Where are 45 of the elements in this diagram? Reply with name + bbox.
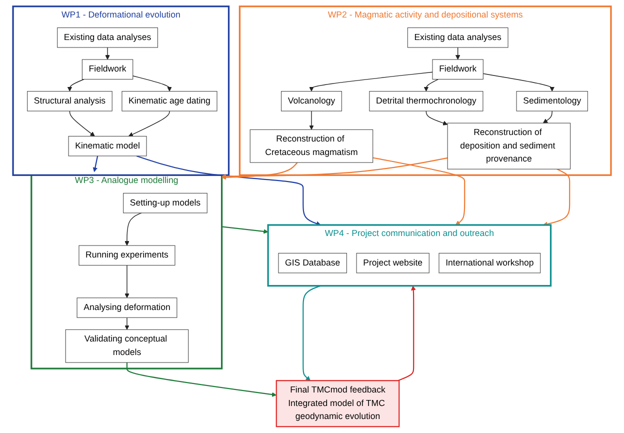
arrow <box>126 362 277 397</box>
node-box: Reconstruction of deposition and sediment provenance <box>447 122 571 170</box>
node-box: International workshop <box>438 252 541 274</box>
arrow <box>398 286 416 382</box>
arrow <box>222 157 448 179</box>
node-box: Detrital thermochronology <box>369 91 484 112</box>
arrow <box>309 72 433 92</box>
arrow <box>309 110 314 130</box>
node-box: Kinematic model <box>68 136 147 156</box>
arrow <box>124 212 142 246</box>
node-box: Existing data analyses <box>57 27 158 48</box>
node-box: Validating conceptual models <box>65 329 189 363</box>
node-box: Fieldwork <box>432 59 484 80</box>
node-box: Final TMCmod feedback Integrated model of TMC geodynamic evolution <box>276 380 400 428</box>
arrow <box>132 76 172 92</box>
arrow <box>424 78 439 92</box>
node-box: Reconstruction of Cretaceous magmatism <box>250 129 374 163</box>
arrow <box>372 157 466 226</box>
node-box: Fieldwork <box>82 59 134 80</box>
arrow <box>482 73 554 92</box>
node-box: Setting-up models <box>123 192 208 214</box>
arrow <box>426 110 448 126</box>
arrow <box>455 47 460 60</box>
arrow <box>105 47 110 60</box>
arrow <box>92 156 98 172</box>
arrow <box>128 110 170 137</box>
node-box: Project website <box>356 252 430 274</box>
node-box: Structural analysis <box>27 91 112 112</box>
arrow <box>124 317 130 330</box>
arrow <box>542 110 552 124</box>
node-box: Volcanology <box>280 91 342 112</box>
node-box: Sedimentology <box>516 91 588 112</box>
node-box: Kinematic age dating <box>122 91 218 112</box>
arrow <box>222 226 268 234</box>
node-box: Analysing deformation <box>76 298 178 318</box>
arrow <box>542 168 570 226</box>
arrow <box>69 110 95 136</box>
arrow <box>67 78 84 92</box>
arrow <box>222 162 298 180</box>
node-box: Running experiments <box>78 245 176 266</box>
arrow <box>124 264 130 298</box>
arrow <box>136 155 321 226</box>
node-box: GIS Database <box>278 252 347 274</box>
node-box: Existing data analyses <box>407 27 508 48</box>
arrow <box>302 285 321 381</box>
